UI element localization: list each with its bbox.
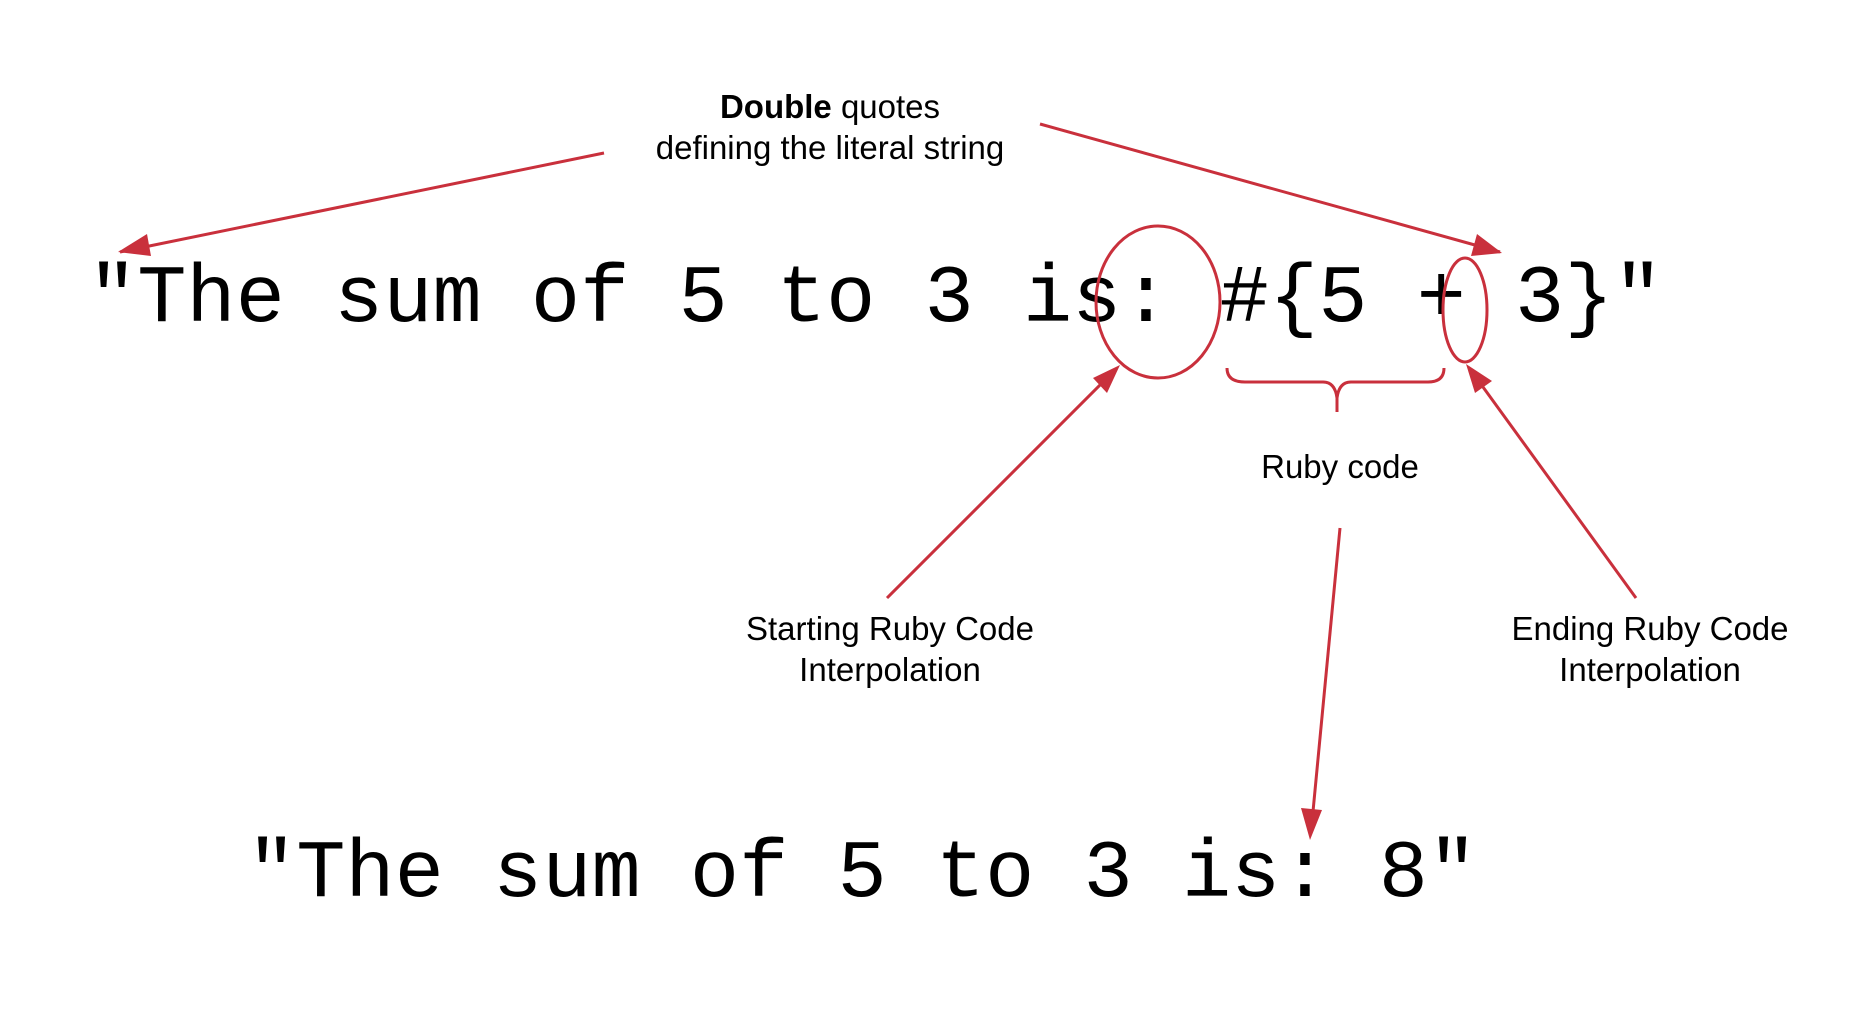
label-ruby-code: Ruby code: [1261, 448, 1419, 485]
label-starting-line1: Starting Ruby Code: [746, 610, 1034, 647]
label-double-line2: defining the literal string: [655, 129, 1005, 166]
label-ending-line1: Ending Ruby Code: [1511, 610, 1789, 647]
label-starting-line2: Interpolation: [799, 651, 981, 688]
ruby-expression: 5 + 3: [1318, 253, 1565, 346]
open-double-quote: ": [88, 253, 138, 346]
label-double-rest: quotes: [831, 88, 941, 125]
arrow-ending-interpolation: [1473, 375, 1638, 599]
brace-ruby-code: [1225, 367, 1446, 399]
label-starting-interpolation: Starting Ruby Code Interpolation: [730, 608, 1050, 690]
interpolation-open: #{: [1219, 253, 1319, 346]
label-ending-line2: Interpolation: [1559, 651, 1741, 688]
arrowhead-ending: [1466, 364, 1492, 393]
arrow-to-open-quote: [119, 151, 605, 254]
arrow-ruby-code-result: [1310, 527, 1342, 823]
arrowhead-starting: [1093, 365, 1120, 393]
arrow-starting-interpolation: [885, 373, 1112, 600]
label-ending-interpolation: Ending Ruby Code Interpolation: [1490, 608, 1810, 690]
label-double-quotes: Double quotes defining the literal strin…: [630, 86, 1030, 168]
close-double-quote: ": [1613, 253, 1663, 346]
code-string-interpolation: "The sum of 5 to 3 is: #{5 + 3}": [88, 255, 1663, 345]
string-text: The sum of 5 to 3 is:: [137, 253, 1220, 346]
interpolation-close: }: [1564, 253, 1614, 346]
code-result-string: "The sum of 5 to 3 is: 8": [247, 828, 1478, 921]
arrow-to-close-quote: [1039, 122, 1501, 254]
label-double-bold: Double: [719, 88, 832, 125]
